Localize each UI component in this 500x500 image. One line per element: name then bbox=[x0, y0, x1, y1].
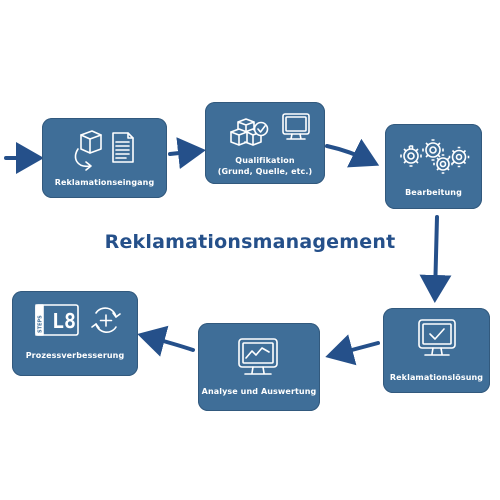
step-label: Prozessverbesserung bbox=[25, 351, 125, 360]
document-transfer-icon bbox=[74, 130, 134, 171]
step-sublabel: (Grund, Quelle, etc.) bbox=[217, 167, 313, 176]
step-label: Bearbeitung bbox=[405, 188, 462, 197]
steps-text: STEPS bbox=[38, 315, 44, 333]
step-bearbeitung: Bearbeitung bbox=[385, 124, 482, 209]
arrow-4-5 bbox=[325, 334, 380, 366]
step-qualifikation: Qualifikation (Grund, Quelle, etc.) bbox=[205, 102, 325, 184]
step-label: Analyse und Auswertung bbox=[201, 387, 317, 396]
arrow-5-6 bbox=[137, 325, 195, 357]
step-reklamationseingang: Reklamationseingang bbox=[42, 118, 167, 198]
step-label: Reklamationseingang bbox=[54, 178, 155, 187]
step-prozessverbesserung: L8 STEPS Prozessverbesserung bbox=[12, 291, 138, 376]
diagram-title: Reklamationsmanagement bbox=[104, 231, 396, 253]
arrow-2-3 bbox=[325, 138, 380, 168]
step-label: Qualifikation bbox=[235, 156, 295, 165]
boxes-check-monitor-icon bbox=[230, 113, 310, 146]
arrow-1-2 bbox=[168, 137, 206, 170]
step-label: Reklamationslösung bbox=[389, 373, 484, 382]
monitor-chart-icon bbox=[238, 338, 278, 375]
step-reklamationsloesung: Reklamationslösung bbox=[383, 308, 490, 393]
step-analyse-und-auswertung: Analyse und Auswertung bbox=[198, 323, 320, 411]
l8-steps-cycle-icon: L8 STEPS bbox=[35, 304, 121, 336]
arrow-3-4 bbox=[419, 215, 452, 303]
gears-icon bbox=[400, 139, 470, 174]
monitor-check-icon bbox=[418, 319, 456, 356]
l8-text: L8 bbox=[52, 309, 76, 333]
